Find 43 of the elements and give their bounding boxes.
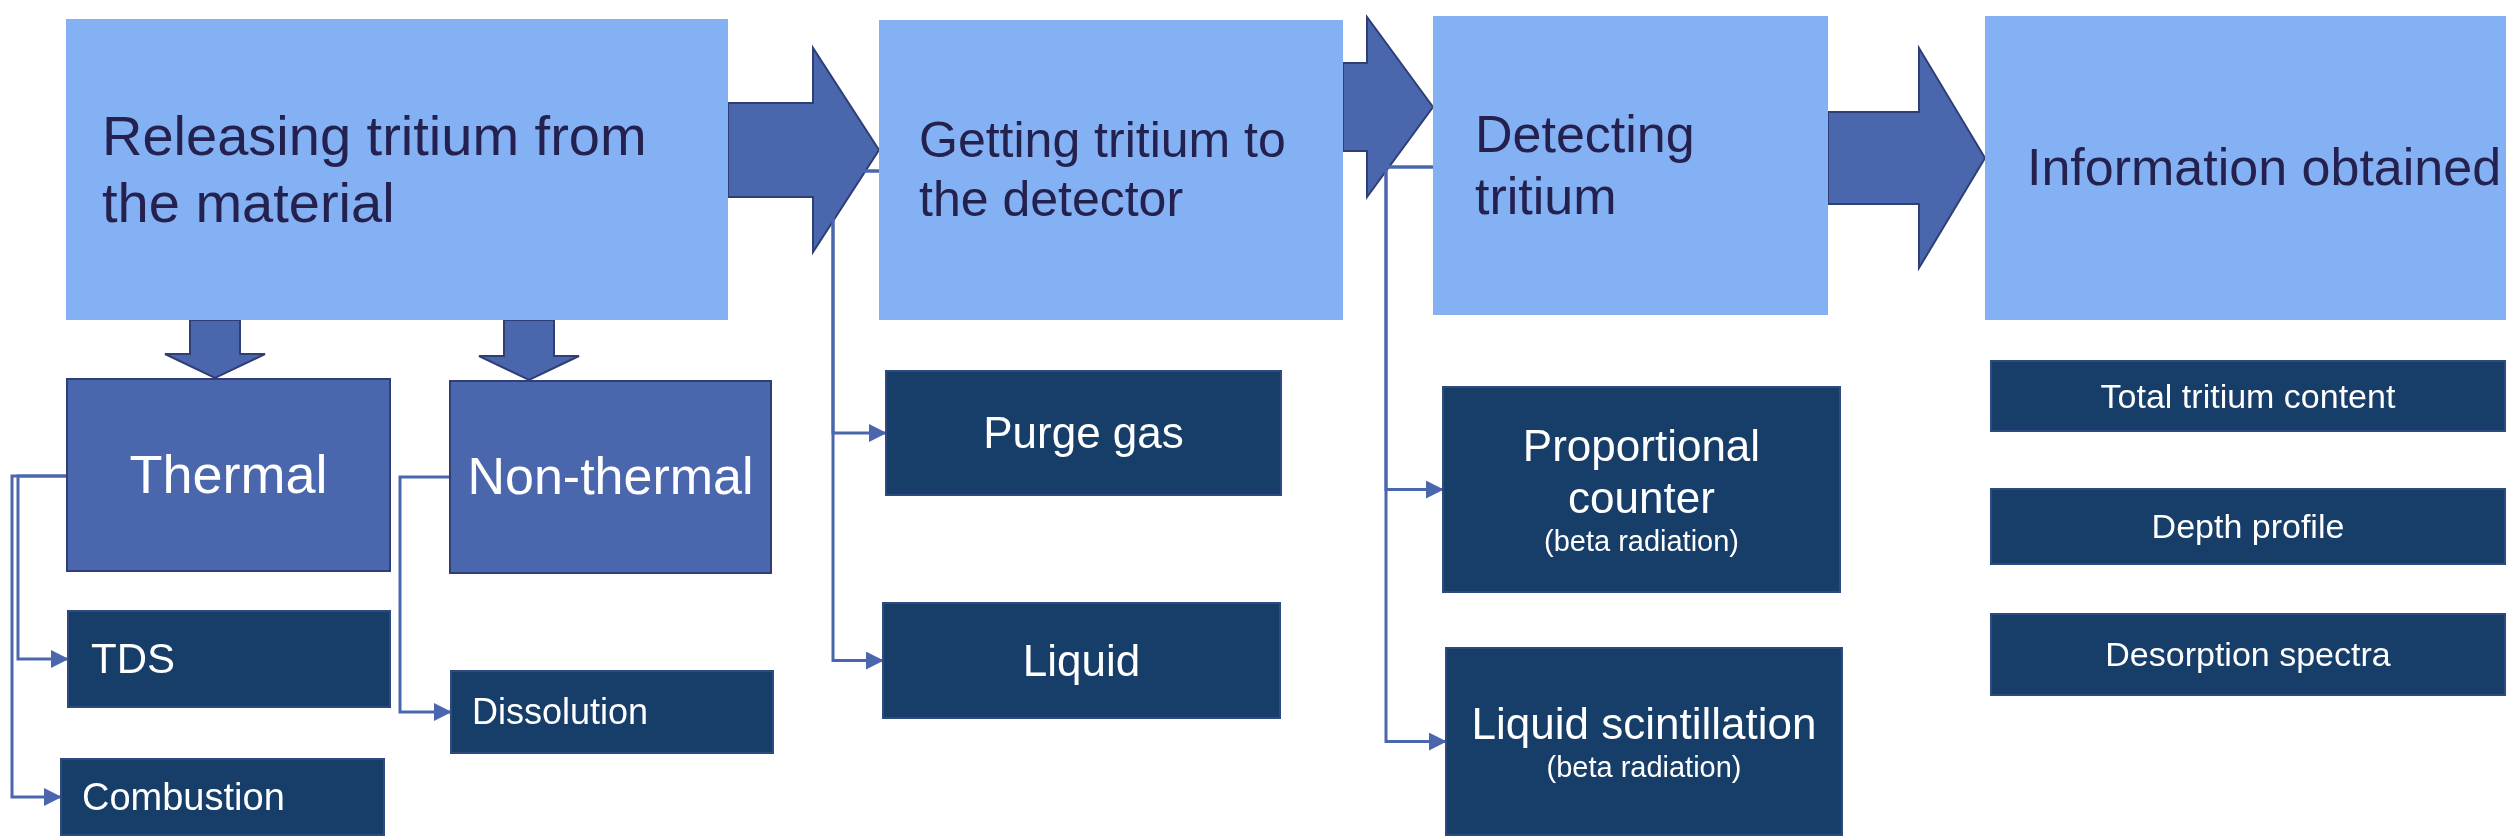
node-label: Information obtained [2027,137,2503,199]
node-note: (beta radiation) [1545,750,1743,785]
node-label: Purge gas [982,407,1185,459]
elbow-arrow [10,474,66,806]
elbow-arrow [831,169,884,670]
method-box [1445,647,1843,836]
node-label: Releasing tritium from the material [102,103,648,236]
stage-box [879,20,1343,320]
block-arrow [1342,13,1435,201]
method-box [885,370,1282,496]
node-label: Total tritium content [2099,375,2397,417]
node-label: Proportional counter [1521,420,1762,525]
node-label: Depth profile [2150,506,2346,547]
method-box [1990,360,2506,432]
node-label: Liquid [1021,634,1142,687]
method-box [1990,613,2506,696]
node-label: Detecting tritium [1475,104,1696,227]
node-label: Combustion [82,774,286,820]
method-box [450,670,774,754]
block-arrow [727,44,881,256]
block-arrow [1827,44,1987,272]
elbow-arrow [398,475,452,721]
category-box [449,380,772,574]
method-box [67,610,391,708]
stage-box [1433,16,1828,315]
elbow-arrow [1384,165,1447,751]
node-label: Dissolution [472,690,650,734]
stage-box [1985,16,2506,320]
stage-box [66,19,728,320]
node-label: Thermal [128,443,329,507]
node-label: Non-thermal [466,446,755,508]
node-label: Desorption spectra [2104,634,2392,675]
method-box [1990,488,2506,565]
block-arrow [478,319,580,382]
block-arrow [164,319,266,380]
node-note: (beta radiation) [1542,524,1741,559]
category-box [66,378,391,572]
method-box [1442,386,1841,593]
method-box [60,758,385,836]
node-label: Getting tritium to the detector [919,111,1287,229]
node-label: TDS [91,634,176,684]
method-box [882,602,1281,719]
node-label: Liquid scintillation [1470,698,1818,751]
